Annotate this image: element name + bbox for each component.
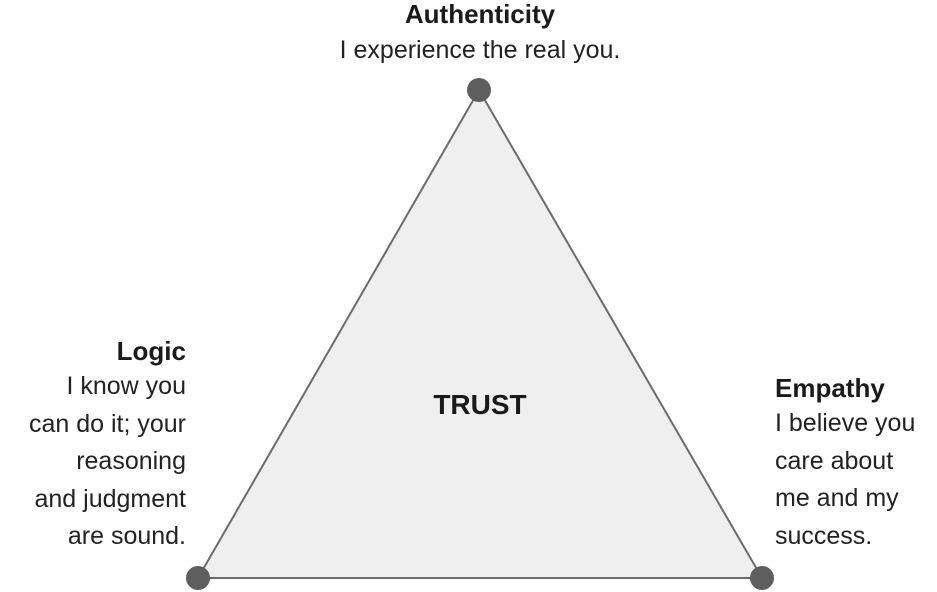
logic-description-line: are sound.	[67, 522, 186, 550]
logic-description-line: and judgment	[34, 484, 186, 513]
logic-label: Logic I know you can do it; your reasoni…	[0, 334, 186, 556]
authenticity-heading: Authenticity	[404, 0, 556, 29]
vertex-dot-top	[467, 78, 491, 102]
logic-description-line: I know you	[66, 372, 186, 400]
vertex-dot-left	[186, 566, 210, 590]
empathy-heading: Empathy	[775, 373, 885, 403]
trust-triangle	[196, 88, 764, 579]
authenticity-label: Authenticity I experience the real you.	[250, 0, 710, 70]
center-label-trust: TRUST	[433, 389, 527, 420]
logic-heading: Logic	[116, 336, 186, 366]
empathy-description-line: I believe you	[775, 409, 916, 437]
authenticity-description-line: I experience the real you.	[339, 36, 621, 64]
empathy-description-line: care about	[775, 446, 894, 475]
empathy-label: Empathy I believe you care about me and …	[775, 371, 937, 555]
vertex-dot-right	[750, 566, 774, 590]
logic-description-line: reasoning	[76, 447, 186, 475]
logic-description-line: can do it; your	[28, 409, 186, 438]
empathy-description-line: success.	[775, 521, 873, 550]
empathy-description-line: me and my	[775, 484, 899, 512]
